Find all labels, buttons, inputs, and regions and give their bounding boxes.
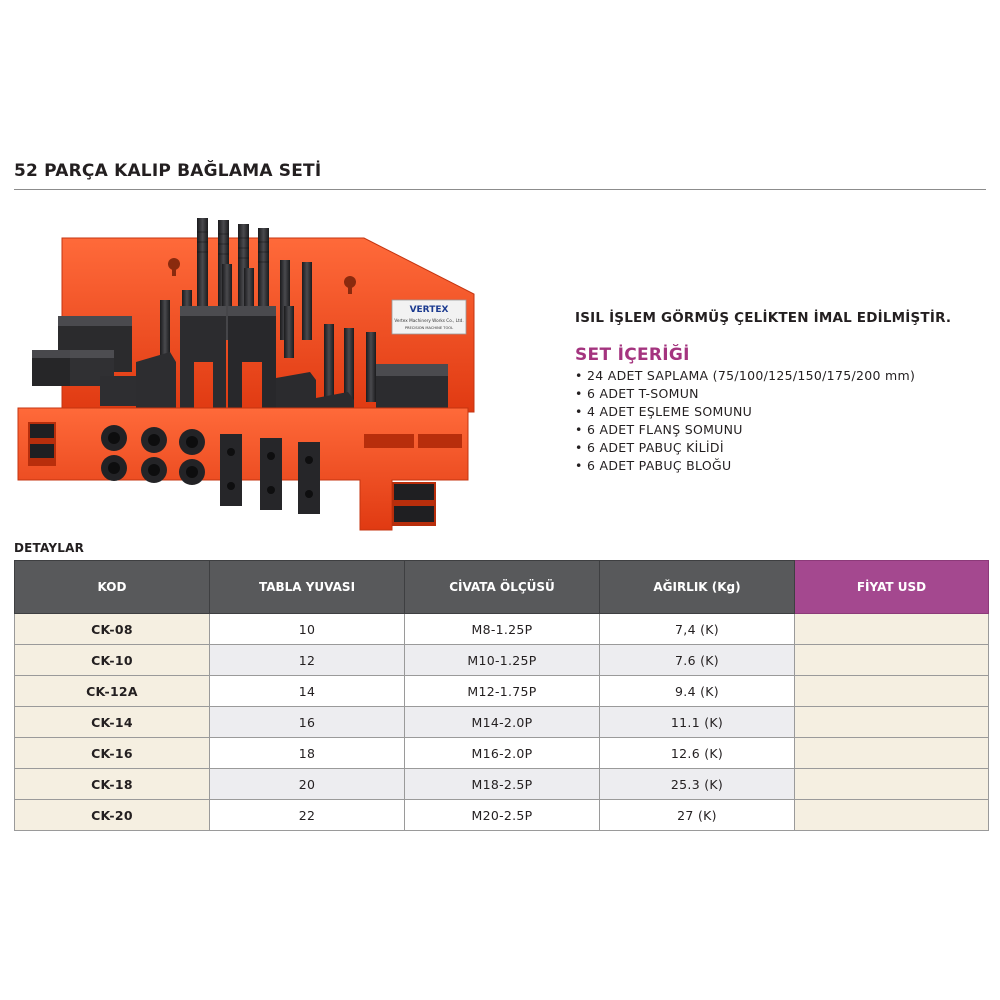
product-image: VERTEX Vertex Machinery Works Co., Ltd. … (17, 218, 475, 531)
list-item: 6 ADET PABUÇ KİLİDİ (575, 439, 915, 457)
cell-price (794, 644, 989, 676)
cell-price (794, 613, 989, 645)
cell-price (794, 799, 989, 831)
cell-code: CK-18 (14, 768, 210, 800)
cell-code: CK-08 (14, 613, 210, 645)
cell-weight: 11.1 (K) (599, 706, 795, 738)
table-row: CK-16 18 M16-2.0P 12.6 (K) (14, 737, 989, 769)
cell-weight: 12.6 (K) (599, 737, 795, 769)
cell-bolt-size: M20-2.5P (404, 799, 600, 831)
specs-table: KOD TABLA YUVASI CİVATA ÖLÇÜSÜ AĞIRLIK (… (14, 560, 989, 831)
list-item: 6 ADET T-SOMUN (575, 385, 915, 403)
list-item: 6 ADET FLANŞ SOMUNU (575, 421, 915, 439)
list-item: 6 ADET PABUÇ BLOĞU (575, 457, 915, 475)
header-bolt-size: CİVATA ÖLÇÜSÜ (404, 560, 600, 614)
table-row: CK-20 22 M20-2.5P 27 (K) (14, 799, 989, 831)
cell-price (794, 768, 989, 800)
cell-code: CK-12A (14, 675, 210, 707)
cell-weight: 9.4 (K) (599, 675, 795, 707)
list-item: 4 ADET EŞLEME SOMUNU (575, 403, 915, 421)
table-row: CK-14 16 M14-2.0P 11.1 (K) (14, 706, 989, 738)
brand-label: VERTEX (410, 305, 449, 315)
cell-code: CK-10 (14, 644, 210, 676)
cell-weight: 7.6 (K) (599, 644, 795, 676)
page-title: 52 PARÇA KALIP BAĞLAMA SETİ (14, 161, 322, 181)
cell-weight: 27 (K) (599, 799, 795, 831)
cell-table-slot: 18 (209, 737, 405, 769)
table-row: CK-08 10 M8-1.25P 7,4 (K) (14, 613, 989, 645)
list-item: 24 ADET SAPLAMA (75/100/125/150/175/200 … (575, 367, 915, 385)
cell-bolt-size: M16-2.0P (404, 737, 600, 769)
cell-table-slot: 16 (209, 706, 405, 738)
cell-bolt-size: M12-1.75P (404, 675, 600, 707)
table-row: CK-10 12 M10-1.25P 7.6 (K) (14, 644, 989, 676)
feature-text: ISIL İŞLEM GÖRMÜŞ ÇELİKTEN İMAL EDİLMİŞT… (575, 310, 952, 326)
cell-code: CK-16 (14, 737, 210, 769)
cell-price (794, 706, 989, 738)
cell-bolt-size: M8-1.25P (404, 613, 600, 645)
cell-code: CK-20 (14, 799, 210, 831)
cell-table-slot: 14 (209, 675, 405, 707)
brand-plate-line1: Vertex Machinery Works Co., Ltd. (394, 318, 463, 323)
details-label: DETAYLAR (14, 541, 85, 555)
table-row: CK-18 20 M18-2.5P 25.3 (K) (14, 768, 989, 800)
cell-bolt-size: M10-1.25P (404, 644, 600, 676)
header-code: KOD (14, 560, 210, 614)
cell-table-slot: 20 (209, 768, 405, 800)
cell-price (794, 675, 989, 707)
cell-code: CK-14 (14, 706, 210, 738)
set-contents-heading: SET İÇERİĞİ (575, 345, 690, 365)
cell-table-slot: 10 (209, 613, 405, 645)
cell-bolt-size: M18-2.5P (404, 768, 600, 800)
set-contents-list: 24 ADET SAPLAMA (75/100/125/150/175/200 … (575, 367, 915, 475)
cell-price (794, 737, 989, 769)
title-divider (14, 189, 986, 190)
table-row: CK-12A 14 M12-1.75P 9.4 (K) (14, 675, 989, 707)
cell-bolt-size: M14-2.0P (404, 706, 600, 738)
cell-weight: 25.3 (K) (599, 768, 795, 800)
brand-plate-line2: PRECISION MACHINE TOOL (405, 326, 453, 330)
header-price: FİYAT USD (794, 560, 989, 614)
header-table-slot: TABLA YUVASI (209, 560, 405, 614)
cell-weight: 7,4 (K) (599, 613, 795, 645)
cell-table-slot: 22 (209, 799, 405, 831)
header-weight: AĞIRLIK (Kg) (599, 560, 795, 614)
cell-table-slot: 12 (209, 644, 405, 676)
table-header-row: KOD TABLA YUVASI CİVATA ÖLÇÜSÜ AĞIRLIK (… (14, 560, 989, 614)
